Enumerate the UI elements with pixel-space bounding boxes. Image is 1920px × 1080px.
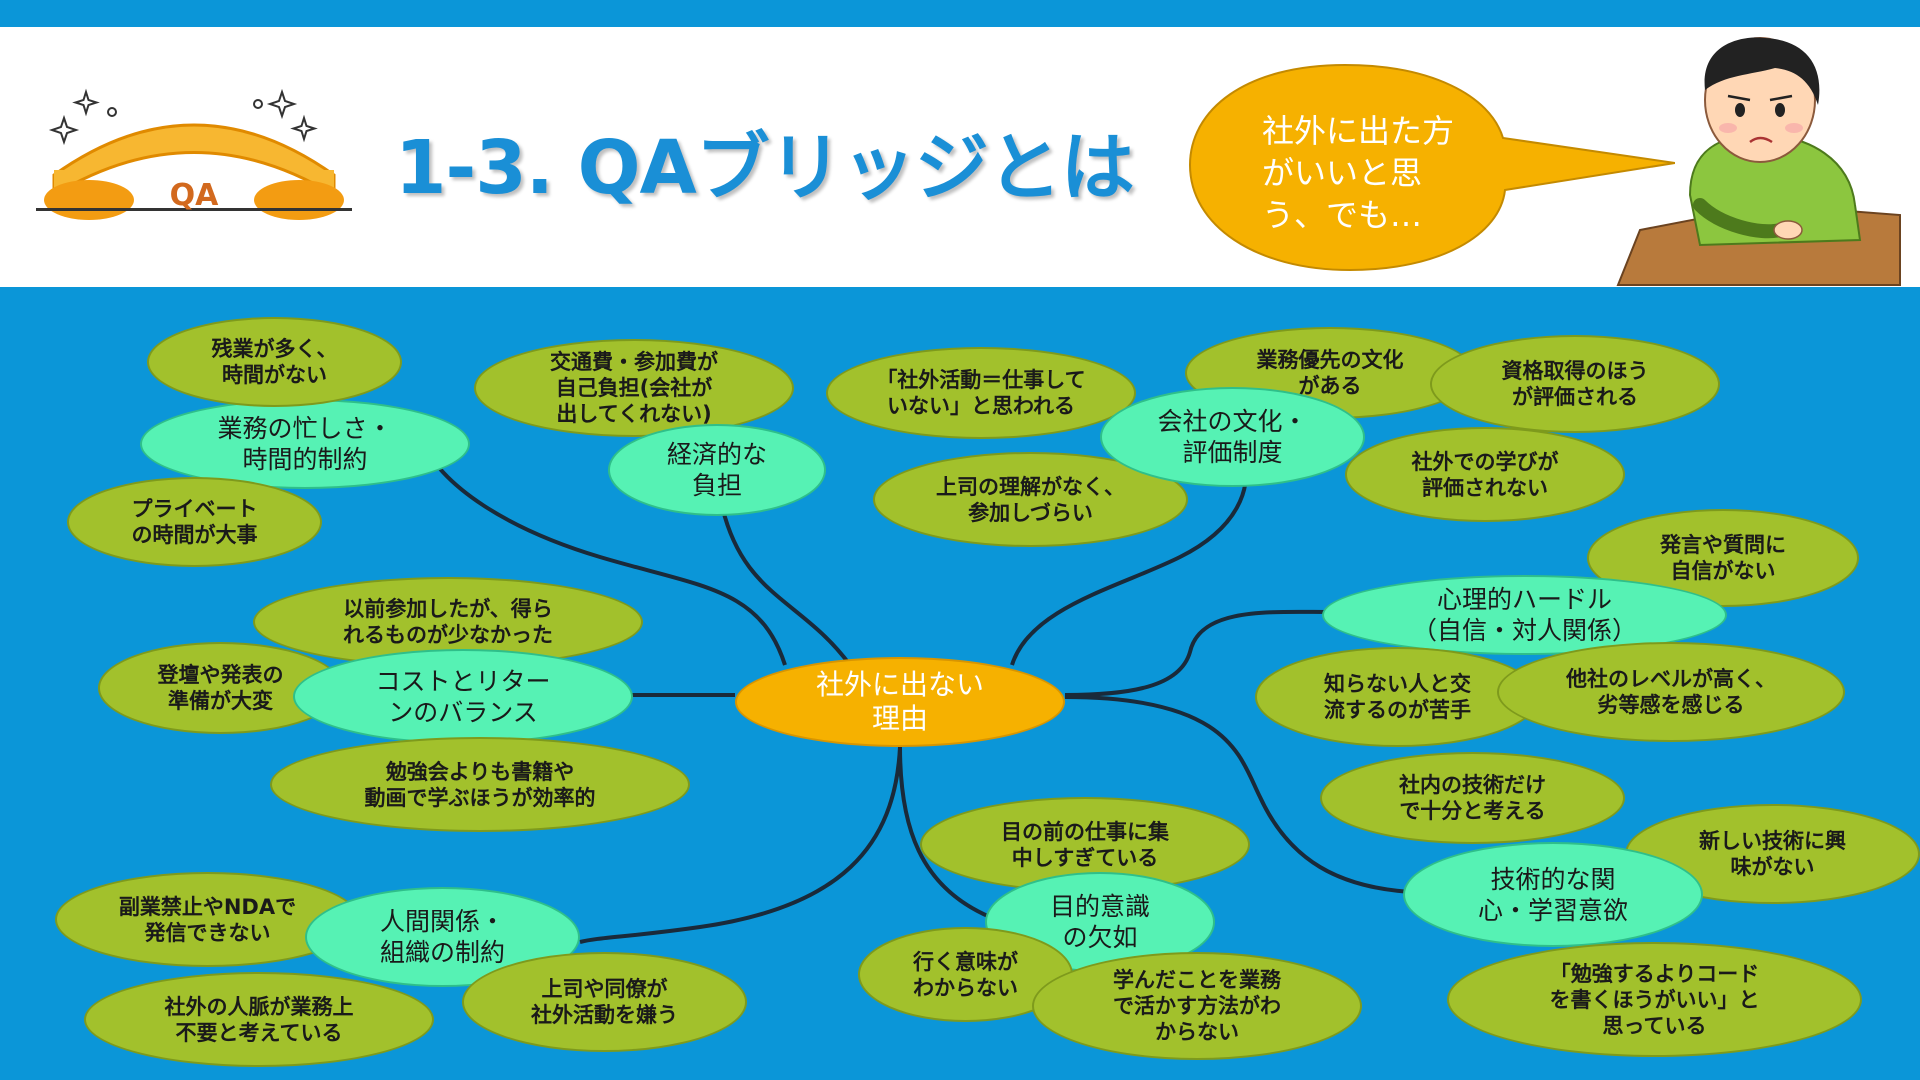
category-cost: 経済的な 負担	[608, 424, 826, 516]
category-return: コストとリター ンのバランス	[293, 649, 633, 744]
connector-culture	[1010, 461, 1249, 666]
leaf-culture-1: 「社外活動＝仕事して いない」と思われる	[826, 347, 1136, 439]
mindmap: 社外に出ない 理由 業務の忙しさ・ 時間的制約 残業が多く、 時間がない プライ…	[0, 287, 1920, 1080]
speech-bubble-text: 社外に出た方 がいいと思 う、でも…	[1262, 112, 1455, 234]
top-bar	[0, 0, 1920, 27]
connector-tech	[1064, 695, 1411, 894]
leaf-people-1: 副業禁止やNDAで 発信できない	[55, 872, 360, 967]
leaf-tech-3: 「勉強するよりコード を書くほうがいい」と 思っている	[1447, 942, 1862, 1057]
leaf-people-2: 社外の人脈が業務上 不要と考えている	[84, 972, 434, 1067]
leaf-psych-3: 他社のレベルが高く、 劣等感を感じる	[1497, 642, 1845, 742]
logo-text: QA	[170, 178, 220, 213]
connector-cost	[718, 496, 852, 667]
connector-psych	[1064, 609, 1331, 697]
mindmap-connectors	[418, 436, 1411, 944]
center-node: 社外に出ない 理由	[735, 657, 1065, 747]
leaf-cost-1: 交通費・参加費が 自己負担(会社が 出してくれない)	[474, 339, 794, 437]
category-people: 人間関係・ 組織の制約	[305, 887, 580, 987]
category-tech: 技術的な関 心・学習意欲	[1403, 842, 1703, 947]
leaf-psych-2: 知らない人と交 流するのが苦手	[1255, 647, 1540, 747]
leaf-busy-2: プライベート の時間が大事	[67, 477, 322, 567]
speech-bubble	[1188, 63, 1675, 272]
leaf-busy-1: 残業が多く、 時間がない	[147, 317, 402, 407]
category-culture: 会社の文化・ 評価制度	[1100, 387, 1365, 487]
category-busy: 業務の忙しさ・ 時間的制約	[140, 399, 470, 489]
leaf-return-3: 勉強会よりも書籍や 動画で学ぶほうが効率的	[270, 737, 690, 832]
worried-person-icon	[1616, 37, 1901, 286]
connector-people	[579, 746, 902, 944]
leaf-culture-4: 資格取得のほう が評価される	[1430, 335, 1720, 433]
connector-purpose	[898, 746, 991, 919]
leaf-people-3: 上司や同僚が 社外活動を嫌う	[462, 952, 747, 1052]
leaf-purpose-3: 学んだことを業務 で活かす方法がわ からない	[1032, 952, 1362, 1060]
leaf-culture-5: 社外での学びが 評価されない	[1345, 427, 1625, 522]
leaf-tech-1: 社内の技術だけ で十分と考える	[1320, 752, 1625, 844]
page-title: 1-3. QAブリッジとは	[395, 125, 1135, 211]
connector-busy	[418, 436, 787, 666]
qa-bridge-logo-icon: QA	[36, 88, 352, 220]
